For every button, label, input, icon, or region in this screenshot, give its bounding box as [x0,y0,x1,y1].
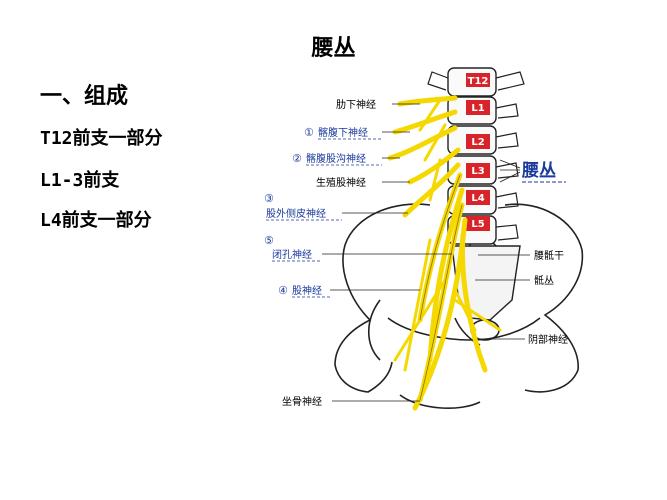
femoral-number: ④ [278,284,288,297]
lumbar-plexus-label: 腰丛 [522,161,556,181]
sciatic-nerve-label: 坐骨神经 [282,395,322,408]
vertebra-l3-label: L3 [471,166,484,177]
vertebra-l4-label: L4 [471,193,484,204]
section-heading: 一、组成 [40,84,129,109]
obturator-number: ⑤ [264,234,274,247]
femoral-nerve-label: 股神经 [292,284,322,297]
vertebra-l5-label: L5 [471,219,484,230]
page-title: 腰丛 [311,36,356,61]
vertebra-l1-label: L1 [471,103,484,114]
obturator-nerve-label: 闭孔神经 [272,248,312,261]
lateral-femoral-cutaneous-number: ③ [264,192,274,205]
bullet-item-3: L4前支一部分 [40,210,152,231]
ilioinguinal-number: ② [292,152,302,165]
pudendal-nerve-label: 阴部神经 [528,333,568,346]
vertebra-t12-label: T12 [468,76,489,87]
subcostal-nerve-label: 肋下神经 [336,98,376,111]
lateral-femoral-cutaneous-nerve-label: 股外侧皮神经 [266,207,326,220]
lumbosacral-trunk-label: 腰骶干 [534,250,564,262]
vertebra-labels: T12 L1 L2 L3 L4 L5 [466,73,490,231]
vertebra-l2-label: L2 [471,137,484,148]
sacral-plexus-label: 骶丛 [534,275,554,287]
iliohypogastric-number: ① [304,126,314,139]
leader-lines [322,103,530,402]
bullet-item-1: T12前支一部分 [40,128,163,149]
genitofemoral-nerve-label: 生殖股神经 [316,176,366,189]
ilioinguinal-nerve-label: 髂腹股沟神经 [306,152,366,165]
iliohypogastric-nerve-label: 髂腹下神经 [318,126,368,139]
bullet-item-2: L1-3前支 [40,170,120,191]
